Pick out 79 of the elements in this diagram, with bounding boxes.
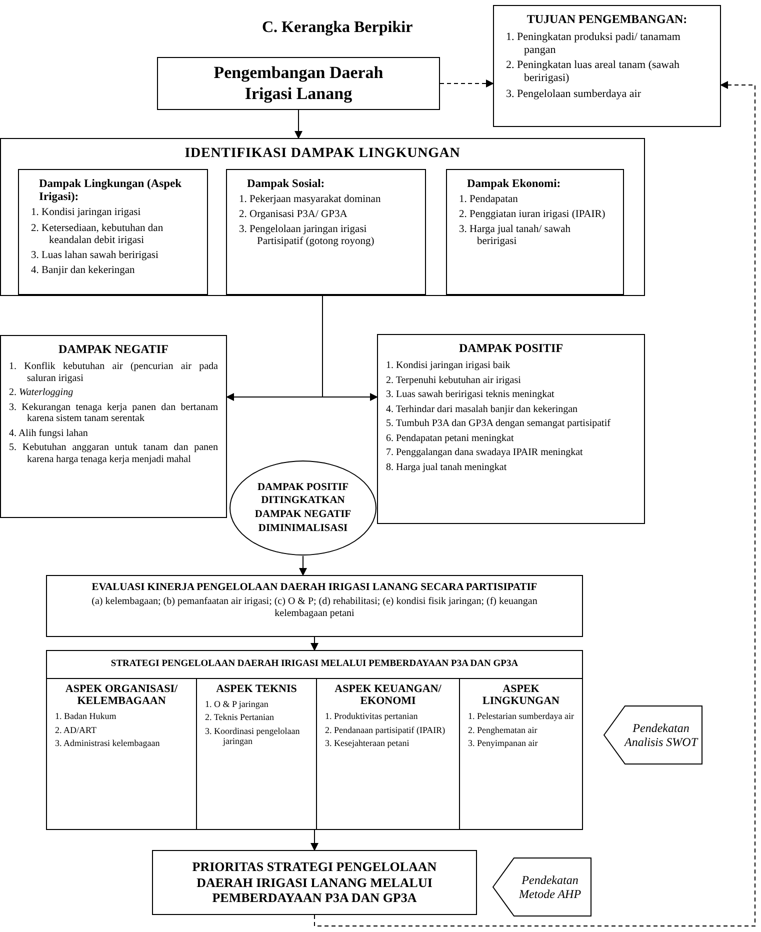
heading: EVALUASI KINERJA PENGELOLAAN DAERAH IRIGASI LANANG SECARA PARTISIPATIF [90,581,538,595]
list-item: 1. Pendapatan [459,194,519,206]
heading: ASPEK LINGKUNGAN [481,683,560,708]
list-item: 5. Kebutuhan anggaran untuk tanam dan panen karena harga tenaga kerja menjadi mahal [9,442,218,465]
criteria-text: (a) kelembagaan; (b) pemanfaatan air irigasi; (c) O & P; (d) rehabilitasi; (e) kondisi fisik jaringan; (f) keuangan kelembagaan petani [90,596,538,620]
list-item: 2. Ketersediaan, kebutuhan dan keandalan debit irigasi [31,222,164,247]
heading: Pendekatan Analisis SWOT [623,720,699,750]
heading: DAMPAK NEGATIF [58,341,170,358]
heading: Dampak Lingkungan (Aspek Irigasi): [38,178,183,204]
heading: DAMPAK POSITIF [458,340,564,357]
heading: Dampak Ekonomi: [466,178,562,192]
list-item: 3. Pengelolaan sumberdaya air [506,88,642,100]
process-box [152,850,477,915]
arrow [310,636,318,651]
process-box [157,57,440,110]
list-item: 4. Terhindar dari masalah banjir dan kekeringan [386,404,579,415]
list-item: 3. Luas sawah beririgasi teknis meningkat [386,389,556,400]
approach-pointer [603,705,703,765]
impact-box [377,334,645,524]
approach-pointer [492,857,592,917]
list-item: 5. Tumbuh P3A dan GP3A dengan semangat partisipatif [386,418,612,430]
list-item: 2. Penggiatan iuran irigasi (IPAIR) [459,209,606,222]
list-item: 1. Konflik kebutuhan air (pencurian air pada saluran irigasi [9,361,218,384]
list-item: 3. Kesejahteraan petani [325,738,410,748]
list-item: 2. AD/ART [55,724,98,735]
heading: TUJUAN PENGEMBANGAN: [526,11,688,28]
heading: STRATEGI PENGELOLAAN DAERAH IRIGASI MELALUI PEMBERDAYAAN P3A DAN GP3A [47,651,582,679]
list-item: 3. Penyimpanan air [468,738,539,748]
list-item: 2. Waterlogging [9,387,74,398]
list-item: 3. Kekurangan tenaga kerja panen dan bertanam karena sistem tanam serentak [9,402,218,424]
arrow [440,80,494,88]
strategy-table [46,650,583,830]
list-item: 1. Pelestarian sumberdaya air [468,711,574,722]
heading: DAMPAK POSITIF DITINGKATKAN DAMPAK NEGATIF DIMINIMALISASI [254,480,352,536]
list-item: 2. Terpenuhi kebutuhan air irigasi [386,374,522,386]
heading: Dampak Sosial: [246,178,326,192]
list-item: 2. Teknis Pertanian [205,712,275,723]
title: C. Kerangka Berpikir [262,18,413,38]
list-item: 4. Banjir dan kekeringan [31,264,136,277]
arrow [299,556,307,576]
heading: Pengembangan Daerah Irigasi Lanang [212,63,384,104]
list-item: 2. Pendanaan partisipatif (IPAIR) [325,724,446,735]
list-item: 4. Alih fungsi lahan [9,428,89,439]
list-item: 1. Peningkatan produksi padi/ tanamam pangan [506,31,682,56]
list-item: 8. Harga jual tanah meningkat [386,462,508,473]
list-item: 6. Pendapatan petani meningkat [386,432,515,444]
impact-box [0,335,227,518]
list-item: 2. Penghematan air [468,724,538,735]
list-item: 1. Produktivitas pertanian [325,711,419,722]
impact-box [226,169,426,295]
list-item: 7. Penggalangan dana swadaya IPAIR meningkat [386,447,584,458]
list-item: 1. Kondisi jaringan irigasi [31,207,142,220]
impact-box [18,169,208,295]
list-item: 3. Administrasi kelembagaan [55,738,161,748]
arrow [294,110,302,139]
heading: ASPEK TEKNIS [215,683,298,696]
list-item: 2. Peningkatan luas areal tanam (sawah beririgasi) [506,59,680,85]
process-box [46,575,583,637]
impact-box [446,169,624,295]
arrow [314,81,756,926]
decision-ellipse [229,460,377,556]
heading: ASPEK KEUANGAN/ EKONOMI [334,683,442,708]
list-item: 1. Badan Hukum [55,711,118,722]
list-item: 2. Organisasi P3A/ GP3A [239,209,348,222]
group-box [0,138,645,296]
list-item: 3. Koordinasi pengelolaan jaringan [205,726,301,746]
list-item: 1. O & P jaringan [205,699,270,710]
list-item: 3. Luas lahan sawah beririgasi [31,250,160,262]
list-item: 1. Kondisi jaringan irigasi baik [386,360,512,372]
goal-box [493,5,721,127]
heading: ASPEK ORGANISASI/ KELEMBAGAAN [64,683,179,708]
heading: PRIORITAS STRATEGI PENGELOLAAN DAERAH IRIGASI LANANG MELALUI PEMBERDAYAAN P3A DAN GP3A [191,859,438,906]
list-item: 1. Pekerjaan masyarakat dominan [239,194,382,206]
arrow [322,296,378,401]
list-item: 3. Harga jual tanah/ sawah beririgasi [459,224,572,248]
list-item: 3. Pengelolaan jaringan irigasi Partisipatif (gotong royong) [239,224,376,248]
arrow [310,830,318,851]
heading: Pendekatan Metode AHP [518,872,582,902]
heading: IDENTIFIKASI DAMPAK LINGKUNGAN [184,145,462,163]
